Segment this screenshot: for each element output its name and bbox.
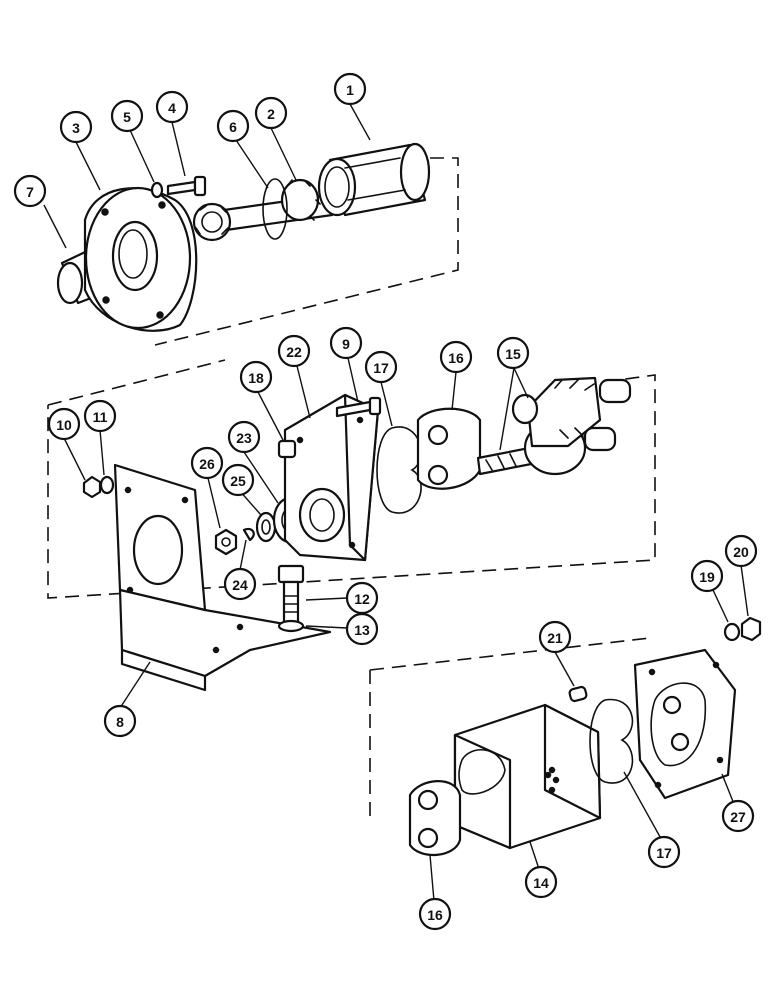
part-21-dowel-pin xyxy=(568,685,588,703)
callout-15: 15 xyxy=(496,336,530,370)
callout-20: 20 xyxy=(724,534,758,568)
part-4-bolt xyxy=(166,175,207,197)
callout-10: 10 xyxy=(47,407,81,441)
callout-label: 7 xyxy=(26,184,34,200)
callout-11: 11 xyxy=(83,399,117,433)
callout-2: 2 xyxy=(254,96,288,130)
part-22-cover-housing xyxy=(283,393,380,562)
callout-label: 20 xyxy=(733,544,749,560)
part-10-nut xyxy=(82,475,102,499)
part-6-o-ring xyxy=(262,178,288,240)
part-12-bolt xyxy=(277,564,305,624)
callout-24: 24 xyxy=(223,567,257,601)
callout-label: 17 xyxy=(656,845,672,861)
callout-label: 16 xyxy=(427,907,443,923)
callout-7: 7 xyxy=(13,174,47,208)
part-11-washer xyxy=(99,475,115,495)
callout-label: 10 xyxy=(56,417,72,433)
callout-26: 26 xyxy=(190,446,224,480)
part-14-gear-body xyxy=(453,703,602,850)
callout-label: 18 xyxy=(248,370,264,386)
upper-assembly-boundary xyxy=(154,157,459,346)
callout-22: 22 xyxy=(277,334,311,368)
callout-label: 4 xyxy=(168,100,176,116)
callout-6: 6 xyxy=(216,109,250,143)
callout-14: 14 xyxy=(524,865,558,899)
callout-label: 15 xyxy=(505,346,521,362)
part-18-plug xyxy=(277,439,297,459)
callout-8: 8 xyxy=(103,704,137,738)
callout-16-upper: 16 xyxy=(439,340,473,374)
callout-21: 21 xyxy=(538,620,572,654)
callout-label: 14 xyxy=(533,875,549,891)
callout-label: 9 xyxy=(342,336,350,352)
part-17-seal-lower xyxy=(589,698,634,784)
part-13-washer xyxy=(277,619,305,633)
callout-label: 13 xyxy=(354,622,370,638)
callout-label: 17 xyxy=(373,360,389,376)
part-20-nut xyxy=(740,616,762,642)
callout-label: 23 xyxy=(236,430,252,446)
callout-label: 11 xyxy=(93,409,108,425)
callout-18: 18 xyxy=(239,360,273,394)
callout-label: 3 xyxy=(72,120,80,136)
callout-label: 25 xyxy=(230,473,246,489)
callout-13: 13 xyxy=(345,612,379,646)
callout-label: 12 xyxy=(354,591,370,607)
callout-label: 21 xyxy=(547,630,563,646)
callout-label: 1 xyxy=(346,82,354,98)
middle-assembly-boundary xyxy=(47,359,656,599)
callout-16-lower: 16 xyxy=(418,897,452,931)
callout-1: 1 xyxy=(333,72,367,106)
callout-25: 25 xyxy=(221,463,255,497)
part-16-bearing-block-lower xyxy=(408,780,462,857)
callout-12: 12 xyxy=(345,581,379,615)
callout-label: 24 xyxy=(232,577,248,593)
callout-label: 6 xyxy=(229,119,237,135)
part-1-bearing-bushing xyxy=(317,142,431,217)
callout-4: 4 xyxy=(155,90,189,124)
part-19-washer xyxy=(723,622,741,642)
callout-label: 16 xyxy=(448,350,464,366)
leader-lines xyxy=(43,103,749,902)
callout-label: 5 xyxy=(123,109,131,125)
part-8-mounting-bracket xyxy=(113,463,332,692)
callout-label: 19 xyxy=(699,569,715,585)
callout-17-lower: 17 xyxy=(647,835,681,869)
callout-label: 27 xyxy=(730,809,746,825)
callout-27: 27 xyxy=(721,799,755,833)
part-15-gear-pair xyxy=(476,376,632,476)
part-16-bearing-block-upper xyxy=(416,407,482,490)
callout-label: 26 xyxy=(199,456,215,472)
part-5-washer xyxy=(150,181,164,199)
callout-3: 3 xyxy=(59,110,93,144)
callout-19: 19 xyxy=(690,559,724,593)
callout-17-upper: 17 xyxy=(364,350,398,384)
callout-label: 8 xyxy=(116,714,124,730)
lower-assembly-boundary xyxy=(369,637,651,822)
callout-23: 23 xyxy=(227,420,261,454)
part-25-lock-washer xyxy=(255,511,277,543)
callout-9: 9 xyxy=(329,326,363,360)
part-9-bolt xyxy=(335,396,382,418)
callout-5: 5 xyxy=(110,99,144,133)
part-17-seal-upper xyxy=(376,426,422,514)
part-27-end-cover xyxy=(633,648,737,800)
callout-label: 22 xyxy=(286,344,302,360)
part-24-key xyxy=(242,527,255,542)
part-26-nut xyxy=(214,528,238,556)
part-3-mounting-flange xyxy=(83,186,198,332)
callout-label: 2 xyxy=(267,106,275,122)
